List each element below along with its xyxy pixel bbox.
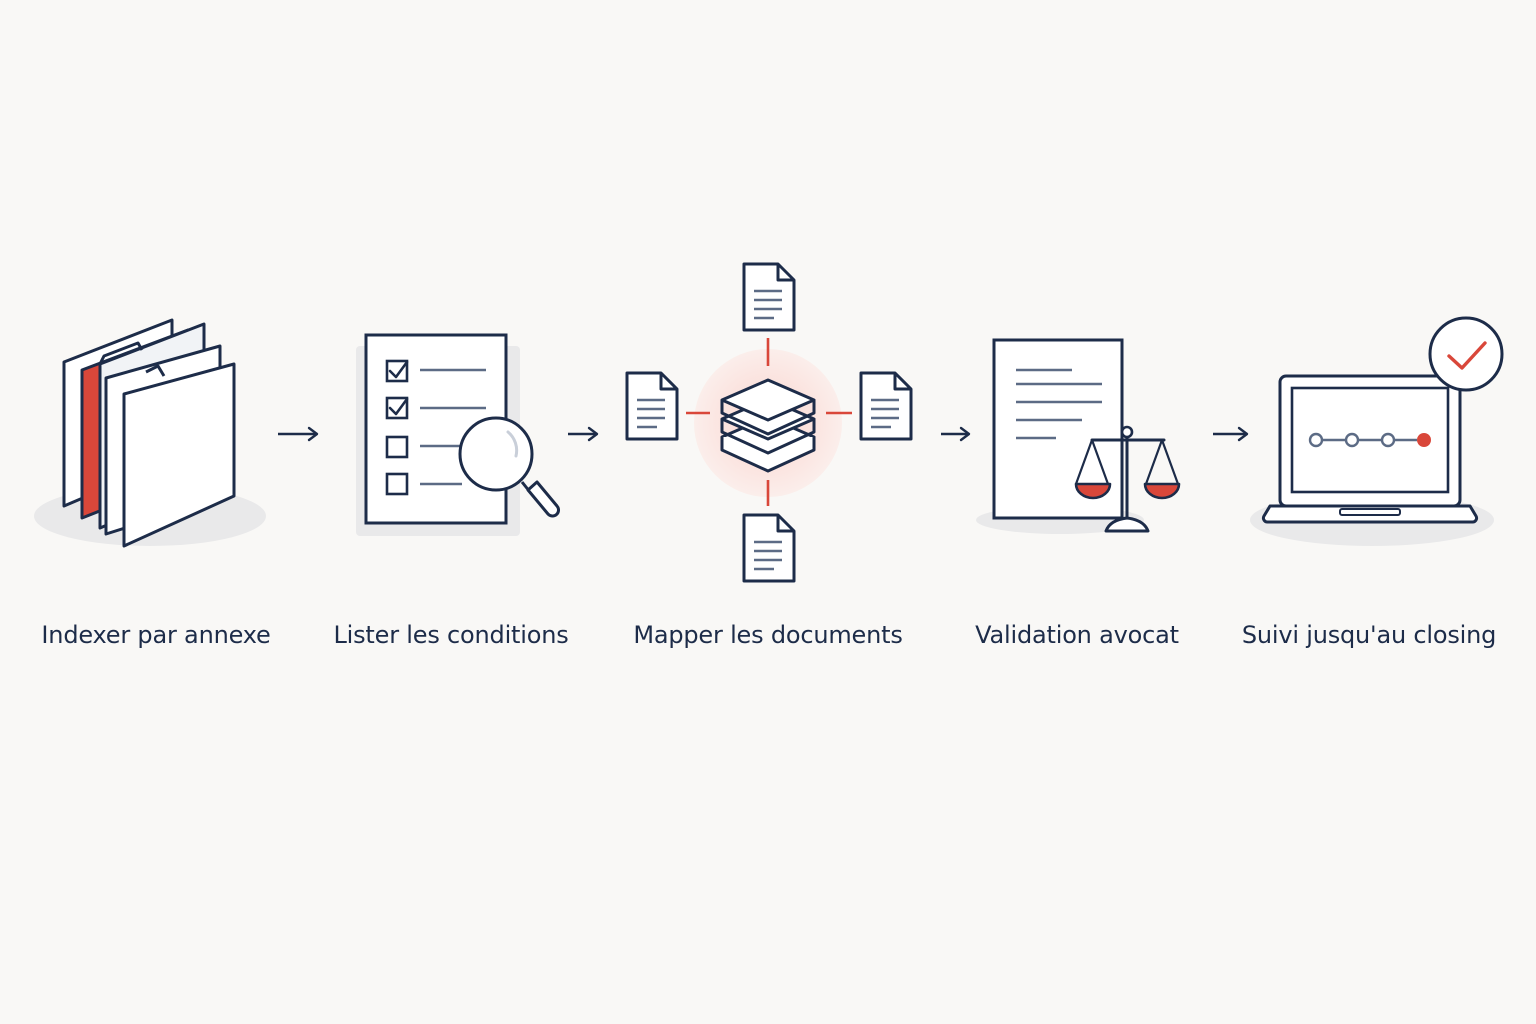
folders-icon: [34, 318, 266, 548]
step-label-indexer: Indexer par annexe: [41, 621, 271, 649]
step-label-validation: Validation avocat: [975, 621, 1179, 649]
arrow-right-icon: [278, 426, 319, 442]
laptop-progress-check-icon: [1250, 316, 1504, 546]
document-mapping-icon: [625, 262, 913, 583]
step-label-mapper: Mapper les documents: [633, 621, 903, 649]
arrow-right-icon: [1213, 426, 1249, 442]
arrow-right-icon: [568, 426, 599, 442]
arrow-right-icon: [941, 426, 971, 442]
progress-track: [1308, 432, 1431, 448]
step-label-lister: Lister les conditions: [333, 621, 569, 649]
checklist-search-icon: [356, 333, 560, 536]
legal-scales-document-icon: [976, 338, 1181, 534]
step-label-suivi: Suivi jusqu'au closing: [1241, 621, 1497, 649]
